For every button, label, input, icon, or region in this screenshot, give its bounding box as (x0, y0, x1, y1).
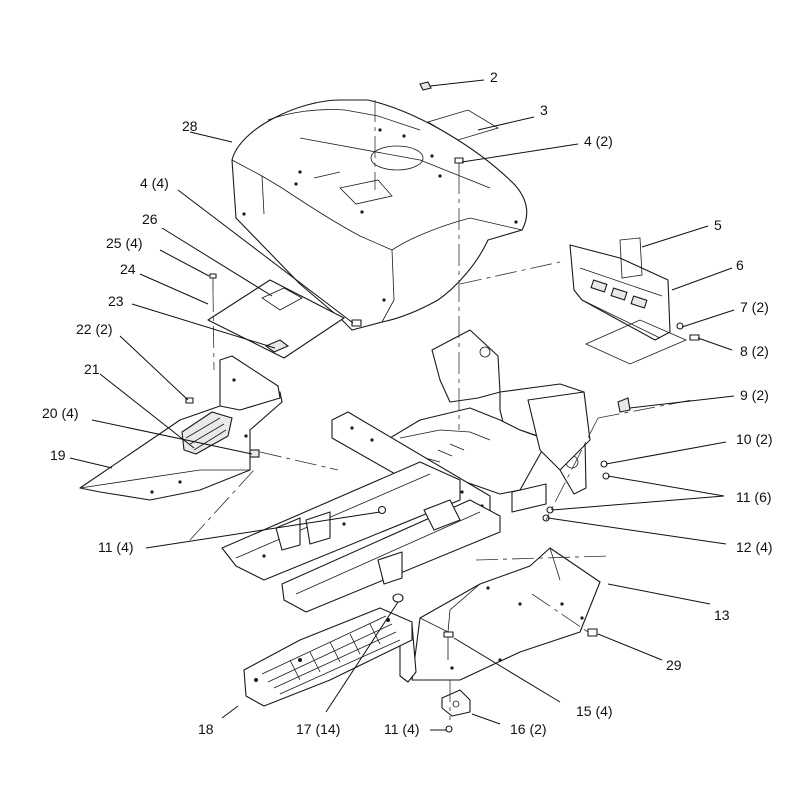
callout-19: 19 (50, 447, 66, 463)
panel-outline (585, 319, 688, 365)
callout-10-2: 10 (2) (736, 431, 773, 447)
screw-part-8 (689, 334, 700, 341)
callout-11-4-bottom: 11 (4) (384, 721, 420, 737)
leader-lines (69, 79, 735, 731)
bolt-part-22 (185, 397, 194, 404)
screw-part-25 (209, 273, 217, 290)
decal-part-26 (261, 287, 303, 311)
callout-22-2: 22 (2) (76, 321, 113, 337)
callout-25-4: 25 (4) (106, 235, 143, 251)
callout-9-2: 9 (2) (740, 387, 769, 403)
fender-assembly (369, 329, 591, 513)
callout-12-4: 12 (4) (736, 539, 773, 555)
nut-part-11-4-bottom (445, 725, 453, 733)
callout-26: 26 (142, 211, 158, 227)
callout-3: 3 (540, 102, 548, 118)
assembly-lines (189, 100, 693, 720)
callout-16-2: 16 (2) (510, 721, 547, 737)
bracket-part-16 (441, 689, 471, 717)
nut-part-11-4-left (377, 505, 387, 515)
decal-part-23 (264, 339, 290, 353)
callout-15-4: 15 (4) (576, 703, 613, 719)
mat-part-18 (243, 607, 413, 707)
callout-13: 13 (714, 607, 730, 623)
washer-part-7 (676, 322, 684, 330)
callout-23: 23 (108, 293, 124, 309)
callout-4-4: 4 (4) (140, 175, 169, 191)
footrest-part-19 (79, 355, 283, 501)
callout-20-4: 20 (4) (42, 405, 79, 421)
clip-part-9 (617, 397, 631, 413)
callout-7-2: 7 (2) (740, 299, 769, 315)
button-part-17 (392, 593, 404, 603)
dash-panel-part-6 (569, 244, 671, 341)
callout-6: 6 (736, 257, 744, 273)
callout-11-4-left: 11 (4) (98, 539, 134, 555)
footrest-part-13 (399, 547, 601, 683)
knob-part-2 (419, 81, 432, 91)
callout-11-6: 11 (6) (736, 489, 772, 505)
bolt-part-29 (587, 628, 598, 637)
plate-part-24 (207, 279, 345, 359)
callout-29: 29 (666, 657, 682, 673)
screw-part-4-4 (351, 319, 362, 327)
callout-17-14: 17 (14) (296, 721, 340, 737)
bolt-part-15 (443, 631, 454, 660)
callout-8-2: 8 (2) (740, 343, 769, 359)
decal-part-3 (427, 109, 499, 141)
callout-21: 21 (84, 361, 100, 377)
callout-2: 2 (490, 69, 498, 85)
callout-28: 28 (182, 118, 198, 134)
callout-18: 18 (198, 721, 214, 737)
callout-24: 24 (120, 261, 136, 277)
callout-labels: 2 3 4 (2) 28 4 (4) 26 25 (4) 24 23 22 (2… (42, 69, 773, 737)
decal-part-5 (619, 237, 643, 279)
bolt-part-4-2 (454, 157, 464, 172)
callout-5: 5 (714, 217, 722, 233)
hood-part-28 (231, 99, 528, 331)
frame-rails (221, 461, 501, 613)
callout-4-2: 4 (2) (584, 133, 613, 149)
